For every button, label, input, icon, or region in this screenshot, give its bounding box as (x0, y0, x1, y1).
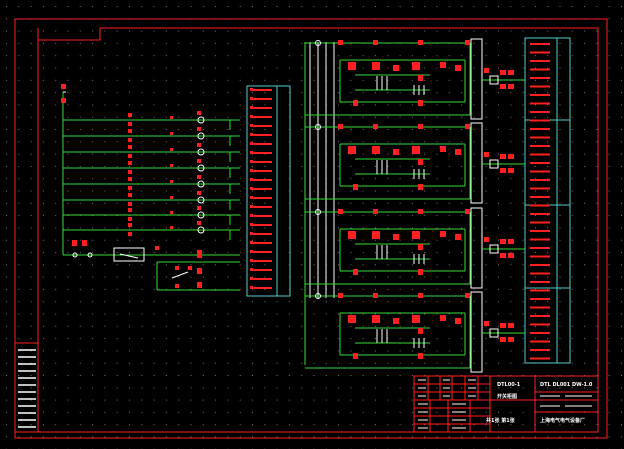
drawing-number: DTL00-1 (497, 382, 521, 388)
terminal-block-right (524, 37, 571, 364)
company-name: 上海电气电气设备厂 (540, 417, 585, 424)
control-circuit-right (304, 38, 525, 373)
terminal-block-left (246, 85, 291, 297)
sheet-label: 共1张 第1张 (486, 417, 516, 424)
drawing-name: 开关柜图 (497, 393, 517, 400)
outer-frame (14, 18, 608, 439)
title-block: DTL00-1 开关柜图 共1张 第1张 DTL DL001 DW-1.0 上海… (413, 375, 599, 433)
project-code: DTL DL001 DW-1.0 (540, 382, 593, 388)
primary-circuit-left (61, 84, 240, 291)
revision-table (14, 342, 39, 433)
